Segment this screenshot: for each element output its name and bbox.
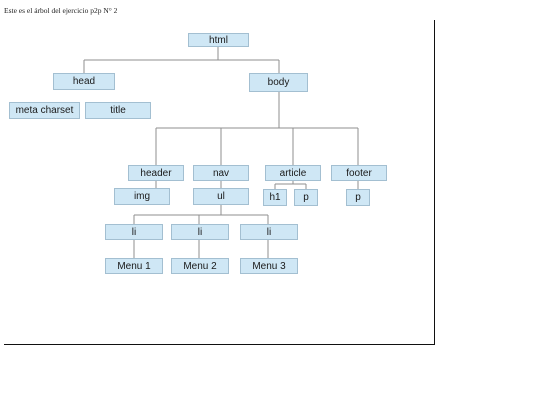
- node-header: header: [128, 165, 184, 181]
- node-title: title: [85, 102, 151, 119]
- node-img: img: [114, 188, 170, 205]
- node-footer-p: p: [346, 189, 370, 206]
- node-menu-1: Menu 1: [105, 258, 163, 274]
- frame-bottom-border: [4, 344, 435, 345]
- node-meta-charset: meta charset: [9, 102, 80, 119]
- frame-right-border: [434, 20, 435, 345]
- node-li-3: li: [240, 224, 298, 240]
- node-html: html: [188, 33, 249, 47]
- node-menu-3: Menu 3: [240, 258, 298, 274]
- node-nav: nav: [193, 165, 249, 181]
- node-li-1: li: [105, 224, 163, 240]
- node-article: article: [265, 165, 321, 181]
- node-footer: footer: [331, 165, 387, 181]
- node-body: body: [249, 73, 308, 92]
- node-head: head: [53, 73, 115, 90]
- node-article-p: p: [294, 189, 318, 206]
- node-h1: h1: [263, 189, 287, 206]
- caption: Este es el árbol del ejercicio p2p N° 2: [4, 6, 118, 15]
- node-menu-2: Menu 2: [171, 258, 229, 274]
- node-ul: ul: [193, 188, 249, 205]
- node-li-2: li: [171, 224, 229, 240]
